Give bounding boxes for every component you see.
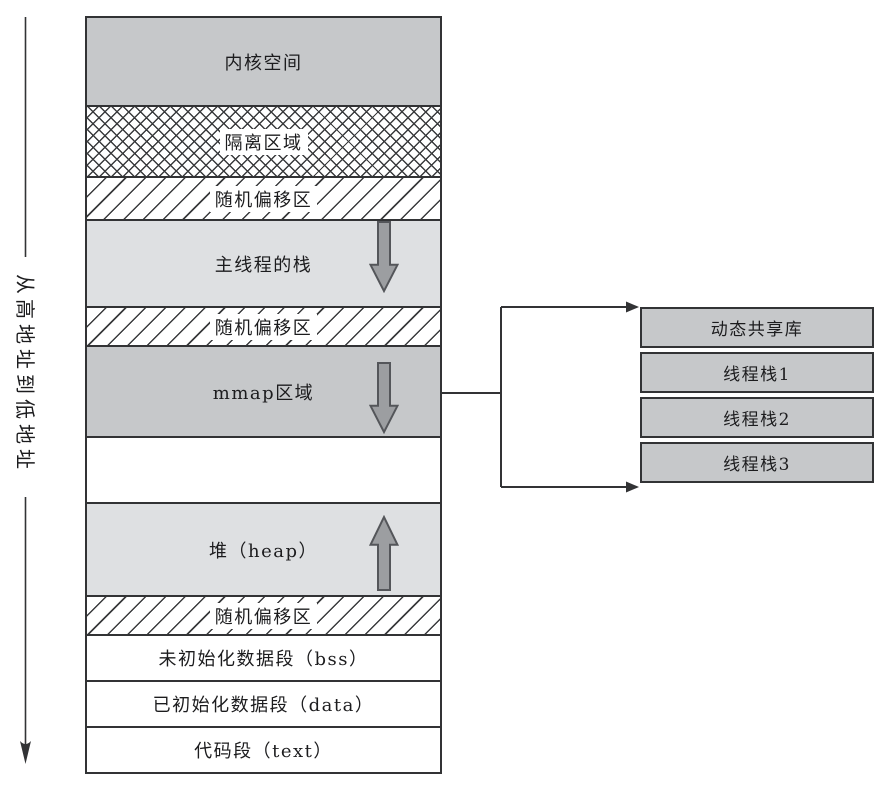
box-dynamic-shared-library: 动态共享库 xyxy=(640,307,874,348)
segment-label: 已初始化数据段（data） xyxy=(152,695,375,716)
right-arrowhead-icon xyxy=(626,301,639,313)
box-thread-stack-2: 线程栈2 xyxy=(640,397,874,438)
address-axis-line xyxy=(20,17,31,764)
box-label: 动态共享库 xyxy=(710,320,804,340)
segment-data: 已初始化数据段（data） xyxy=(85,680,442,728)
segment-label: 未初始化数据段（bss） xyxy=(158,649,369,670)
mmap-expanded-stack: 动态共享库 线程栈1 线程栈2 线程栈3 xyxy=(640,307,874,487)
box-thread-stack-3: 线程栈3 xyxy=(640,442,874,483)
segment-label: mmap区域 xyxy=(212,382,315,404)
box-label: 线程栈3 xyxy=(723,455,791,475)
segment-label: 堆（heap） xyxy=(209,540,318,562)
segment-label: 隔离区域 xyxy=(219,128,308,155)
segment-label: 随机偏移区 xyxy=(209,602,318,629)
segment-random-offset-1: 随机偏移区 xyxy=(85,176,442,221)
segment-unused-gap xyxy=(85,438,442,502)
segment-bss: 未初始化数据段（bss） xyxy=(85,634,442,682)
mmap-expansion-connector xyxy=(441,301,639,493)
segment-isolation-area: 隔离区域 xyxy=(85,105,442,178)
segment-label: 代码段（text） xyxy=(194,741,333,762)
segment-heap: 堆（heap） xyxy=(85,502,442,597)
down-arrowhead-icon xyxy=(20,741,31,764)
segment-label: 随机偏移区 xyxy=(209,185,318,212)
process-address-space-stack: 内核空间 隔离区域 随机偏移区 主线程的栈 随机偏移区 mmap区域 堆（hea… xyxy=(85,16,442,774)
segment-mmap-area: mmap区域 xyxy=(85,345,442,438)
right-arrowhead-icon xyxy=(626,481,639,493)
growth-direction-up-icon xyxy=(369,515,399,591)
segment-kernel-space: 内核空间 xyxy=(85,16,442,107)
segment-random-offset-2: 随机偏移区 xyxy=(85,306,442,347)
address-axis-label: 从高地址到低地址 xyxy=(13,274,37,474)
box-label: 线程栈1 xyxy=(723,365,791,385)
growth-direction-down-icon xyxy=(369,362,399,434)
segment-random-offset-3: 随机偏移区 xyxy=(85,595,442,636)
segment-label: 主线程的栈 xyxy=(214,254,313,276)
segment-label: 随机偏移区 xyxy=(209,313,318,340)
box-thread-stack-1: 线程栈1 xyxy=(640,352,874,393)
segment-main-thread-stack: 主线程的栈 xyxy=(85,219,442,308)
growth-direction-down-icon xyxy=(369,221,399,293)
segment-label: 内核空间 xyxy=(224,52,303,74)
segment-text: 代码段（text） xyxy=(85,726,442,774)
box-label: 线程栈2 xyxy=(723,410,791,430)
